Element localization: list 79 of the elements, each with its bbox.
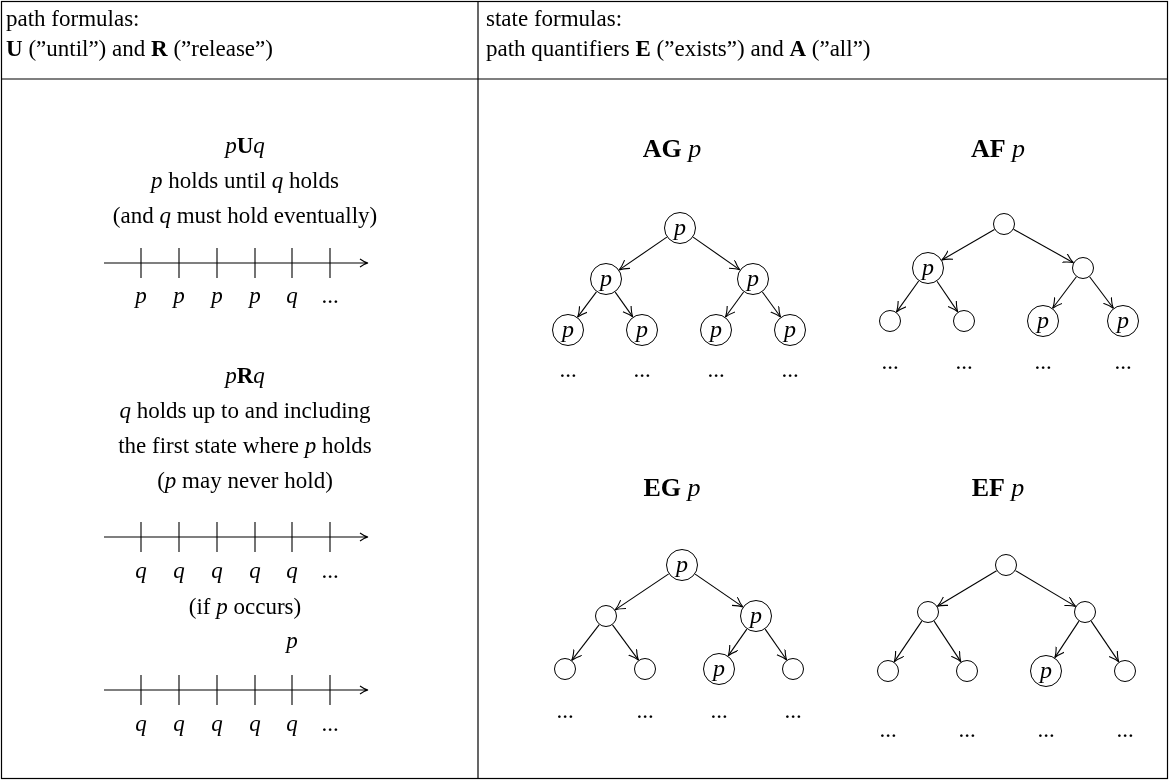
state-circle xyxy=(877,660,899,682)
state-circle: p xyxy=(552,314,584,346)
column-header: state formulas: xyxy=(486,6,623,33)
ellipsis: ... xyxy=(881,348,899,376)
ellipsis: ... xyxy=(710,697,728,725)
column-header: path quantifiers E (”exists”) and A (”all”) xyxy=(486,36,871,63)
state-circle xyxy=(995,554,1017,576)
state-circle xyxy=(956,660,978,682)
note-text: (if p occurs) xyxy=(188,593,302,621)
state-circle: p xyxy=(740,600,772,632)
formula-text: pRq xyxy=(225,362,265,390)
formula-title: EG p xyxy=(643,473,701,503)
state-circle: p xyxy=(912,252,944,284)
state-circle: p xyxy=(700,314,732,346)
state-circle xyxy=(634,658,656,680)
ellipsis: ... xyxy=(556,697,574,725)
state-circle xyxy=(595,605,617,627)
state-label: q xyxy=(286,710,298,738)
state-label: q xyxy=(135,557,147,585)
state-label: q xyxy=(135,710,147,738)
state-label: p xyxy=(249,282,261,310)
ellipsis: ... xyxy=(321,557,339,585)
state-circle xyxy=(993,213,1015,235)
column-header: U (”until”) and R (”release”) xyxy=(6,36,273,63)
ellipsis: ... xyxy=(781,356,799,384)
ellipsis: ... xyxy=(1114,348,1132,376)
state-circle: p xyxy=(664,212,696,244)
formula-text: pUq xyxy=(225,132,265,160)
state-label: q xyxy=(286,282,298,310)
formula-title: EF p xyxy=(971,473,1025,503)
state-circle: p xyxy=(737,263,769,295)
state-label: p xyxy=(135,282,147,310)
state-circle: p xyxy=(1030,655,1062,687)
ellipsis: ... xyxy=(1116,716,1134,744)
ellipsis: ... xyxy=(955,348,973,376)
state-circle xyxy=(782,658,804,680)
state-circle xyxy=(1114,660,1136,682)
ellipsis: ... xyxy=(1037,716,1055,744)
description-text: p holds until q holds xyxy=(151,167,339,195)
state-circle xyxy=(1072,257,1094,279)
description-text: q holds up to and including xyxy=(119,397,371,425)
ellipsis: ... xyxy=(879,716,897,744)
ellipsis: ... xyxy=(958,716,976,744)
description-text: (and q must hold eventually) xyxy=(112,202,378,230)
ellipsis: ... xyxy=(633,356,651,384)
state-circle: p xyxy=(626,314,658,346)
state-circle: p xyxy=(666,549,698,581)
state-label: q xyxy=(211,710,223,738)
state-circle: p xyxy=(703,653,735,685)
formula-title: AG p xyxy=(642,134,702,164)
state-label: q xyxy=(249,557,261,585)
ellipsis: ... xyxy=(321,710,339,738)
state-circle xyxy=(953,310,975,332)
state-label: q xyxy=(211,557,223,585)
ellipsis: ... xyxy=(559,356,577,384)
state-label: q xyxy=(286,557,298,585)
state-circle xyxy=(917,601,939,623)
state-circle xyxy=(1074,601,1096,623)
description-text: (p may never hold) xyxy=(157,467,333,495)
ellipsis: ... xyxy=(1034,348,1052,376)
state-circle: p xyxy=(1027,305,1059,337)
state-label: q xyxy=(173,557,185,585)
ellipsis: ... xyxy=(784,697,802,725)
state-circle xyxy=(554,658,576,680)
state-label: q xyxy=(173,710,185,738)
state-circle: p xyxy=(774,314,806,346)
state-label: p xyxy=(286,627,298,655)
state-label: p xyxy=(173,282,185,310)
column-header: path formulas: xyxy=(6,6,140,33)
ellipsis: ... xyxy=(636,697,654,725)
formula-title: AF p xyxy=(970,134,1026,164)
ellipsis: ... xyxy=(321,282,339,310)
state-label: p xyxy=(211,282,223,310)
state-label: q xyxy=(249,710,261,738)
state-circle: p xyxy=(590,263,622,295)
ellipsis: ... xyxy=(707,356,725,384)
state-circle: p xyxy=(1107,305,1139,337)
state-circle xyxy=(879,310,901,332)
description-text: the first state where p holds xyxy=(118,432,372,460)
